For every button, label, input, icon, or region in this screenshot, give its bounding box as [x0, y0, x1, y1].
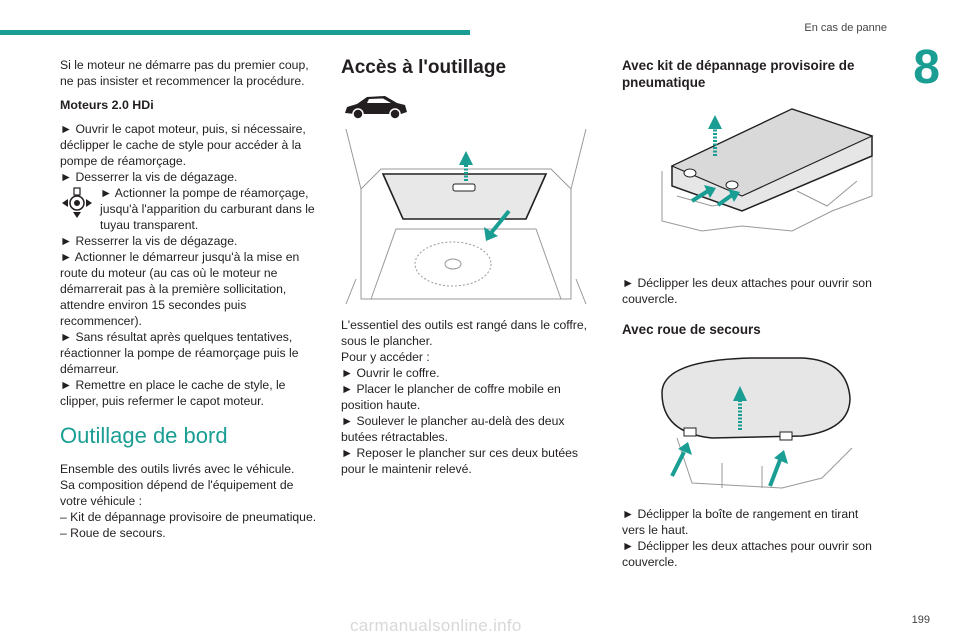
watermark: carmanualsonline.info	[350, 616, 522, 635]
subheading-hdi: Moteurs 2.0 HDi	[60, 98, 154, 112]
access-line: Pour y accéder :	[341, 350, 430, 364]
spare-wheel-line: ► Déclipper les deux attaches pour ouvri…	[622, 539, 872, 569]
access-line: ► Ouvrir le coffre.	[341, 366, 440, 380]
repair-kit-box-illustration	[661, 108, 874, 232]
spare-wheel-instructions: ► Déclipper la boîte de rangement en tir…	[622, 506, 884, 570]
tools-line: – Roue de secours.	[60, 526, 166, 540]
column-right: Avec kit de dépannage provisoire de pneu…	[622, 57, 884, 570]
trunk-floor-illustration	[345, 129, 587, 305]
access-line: L'essentiel des outils est rangé dans le…	[341, 318, 587, 348]
heading-spare-wheel: Avec roue de secours	[622, 322, 761, 337]
section-title-tools: Outillage de bord	[60, 423, 228, 448]
tools-line: Ensemble des outils livrés avec le véhic…	[60, 462, 295, 476]
column-middle: Accès à l'outillage L'essentiel des outi…	[341, 57, 591, 477]
page-number: 199	[911, 614, 930, 626]
header-accent-bar	[0, 30, 470, 35]
access-instructions: L'essentiel des outils est rangé dans le…	[341, 317, 591, 477]
step-text: ► Remettre en place le cache de style, l…	[60, 378, 286, 408]
step-text: ► Resserrer la vis de dégazage.	[60, 234, 238, 248]
spare-wheel-box-illustration	[661, 357, 853, 489]
heading-repair-kit: Avec kit de dépannage provisoire de pneu…	[622, 58, 855, 90]
access-line: ► Reposer le plancher sur ces deux butée…	[341, 446, 578, 476]
step-text: ► Desserrer la vis de dégazage.	[60, 170, 238, 184]
step-text: ► Actionner la pompe de réamorçage, jusq…	[100, 186, 315, 232]
icon-step: ► Actionner la pompe de réamorçage, jusq…	[60, 185, 322, 233]
access-line: ► Soulever le plancher au-delà des deux …	[341, 414, 565, 444]
primer-pump-icon	[62, 187, 92, 218]
step-text: ► Ouvrir le capot moteur, puis, si néces…	[60, 122, 306, 168]
repair-kit-text: ► Déclipper les deux attaches pour ouvri…	[622, 276, 872, 306]
column-left: Si le moteur ne démarre pas du premier c…	[60, 57, 322, 541]
tools-list: Ensemble des outils livrés avec le véhic…	[60, 461, 322, 541]
access-title: Accès à l'outillage	[341, 57, 507, 78]
suv-silhouette-icon	[345, 96, 407, 120]
intro-paragraph: Si le moteur ne démarre pas du premier c…	[60, 58, 309, 88]
access-line: ► Placer le plancher de coffre mobile en…	[341, 382, 561, 412]
step-text: ► Actionner le démarreur jusqu'à la mise…	[60, 250, 300, 328]
tools-line: Sa composition dépend de l'équipement de…	[60, 478, 294, 508]
section-header: En cas de panne	[804, 22, 887, 34]
chapter-number: 8	[913, 41, 940, 94]
step-text: ► Sans résultat après quelques tentative…	[60, 330, 299, 376]
spare-wheel-line: ► Déclipper la boîte de rangement en tir…	[622, 507, 859, 537]
tools-line: – Kit de dépannage provisoire de pneumat…	[60, 510, 317, 524]
steps-block-a: ► Ouvrir le capot moteur, puis, si néces…	[60, 121, 322, 409]
